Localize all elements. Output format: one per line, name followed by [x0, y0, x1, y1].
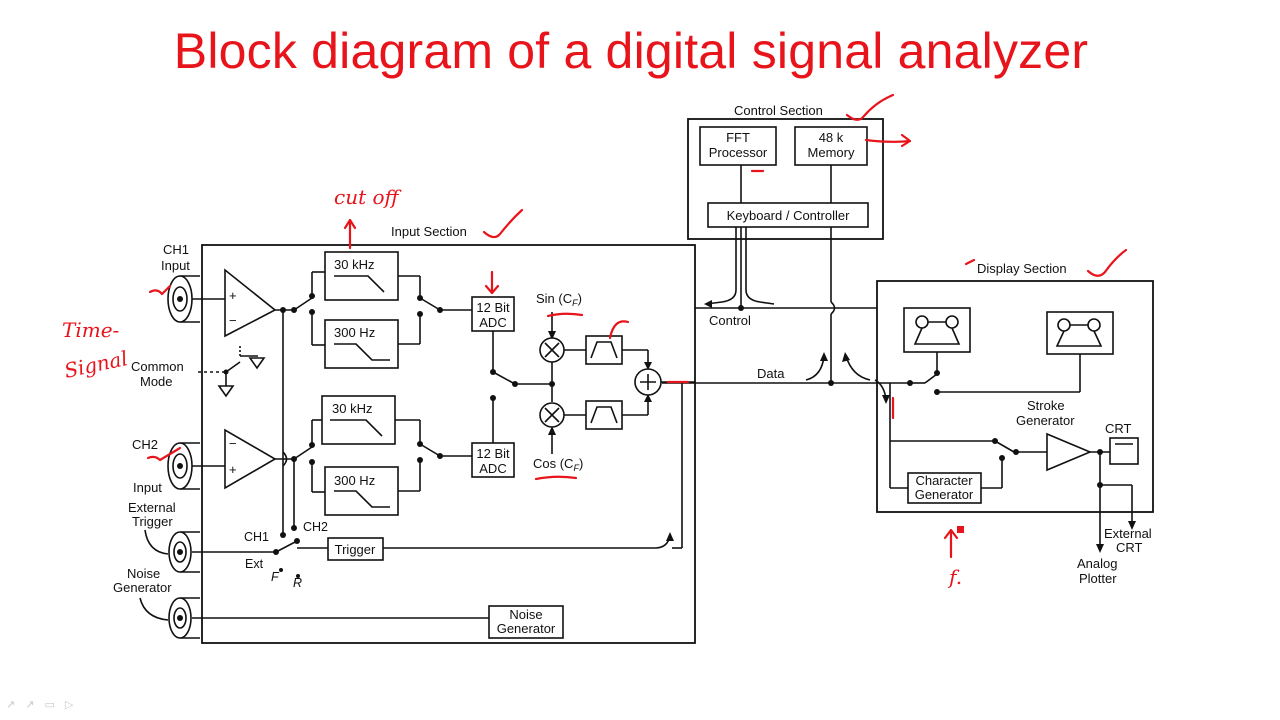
plotter-label-1: Analog: [1077, 556, 1117, 571]
ch2-label-1: CH2: [132, 437, 158, 452]
memory-label-2: Memory: [808, 145, 855, 160]
display-section-frame: [876, 280, 1154, 513]
input-section-label: Input Section: [391, 224, 467, 239]
adc-bottom-block: [471, 442, 515, 478]
next-icon[interactable]: ▷: [64, 698, 74, 711]
bandpass-top: [585, 335, 623, 365]
trigger-label: Trigger: [335, 542, 376, 557]
ch2-label-2: Input: [133, 480, 162, 495]
switch-ext-label: Ext: [245, 557, 264, 571]
lp30-bottom-label: 30 kHz: [332, 401, 372, 416]
amp1-plus: +: [229, 288, 237, 303]
switch-ch2-label: CH2: [303, 520, 328, 534]
stroke-gen-label-1: Stroke: [1027, 398, 1065, 413]
lowpass-300hz-top: [324, 319, 399, 369]
lp300-top-label: 300 Hz: [334, 325, 375, 340]
char-gen-label-2: Generator: [915, 487, 974, 502]
annotation-cutoff: cut off: [334, 185, 403, 209]
lp30-top-label: 30 kHz: [334, 257, 374, 272]
fft-processor-block: [699, 126, 777, 166]
bandpass-bottom: [585, 400, 623, 430]
input-section-frame: [201, 244, 696, 644]
lowpass-30khz-top: [324, 251, 399, 301]
sin-mixer: [539, 337, 565, 363]
memory-label-1: 48 k: [819, 130, 844, 145]
slide-toolbar[interactable]: ↗ ↗ ▭ ▷: [6, 698, 73, 711]
ch1-input-connector: [167, 275, 200, 323]
annotation-time-signal-1: Time-: [62, 318, 120, 342]
control-label: Control: [709, 313, 751, 328]
ext-trigger-label-1: External: [128, 500, 176, 515]
amp1-minus: −: [229, 313, 237, 328]
fft-label-1: FFT: [726, 130, 750, 145]
common-mode-label-1: Common: [131, 359, 184, 374]
page-title: Block diagram of a digital signal analyz…: [173, 23, 1089, 79]
noise-gen-label-2: Generator: [497, 621, 556, 636]
noise-in-label-2: Generator: [113, 580, 172, 595]
switch-r-label: R: [293, 576, 302, 590]
crt-block: [1109, 437, 1139, 465]
ch1-label-2: Input: [161, 258, 190, 273]
stroke-generator-amp: [1046, 432, 1093, 472]
data-label: Data: [757, 366, 785, 381]
pen-icon[interactable]: ↗: [25, 698, 35, 711]
crt-label: CRT: [1105, 421, 1132, 436]
ext-crt-label-2: CRT: [1116, 540, 1143, 555]
ch2-amplifier: [224, 428, 277, 490]
noise-gen-label-1: Noise: [509, 607, 542, 622]
common-mode-label-2: Mode: [140, 374, 173, 389]
pointer-icon[interactable]: ↗: [6, 698, 16, 711]
noise-generator-connector: [168, 597, 200, 639]
adc-bottom-label-1: 12 Bit: [476, 446, 510, 461]
sin-label: Sin (CF): [536, 291, 582, 308]
ext-trigger-label-2: Trigger: [132, 514, 173, 529]
switch-ch1-label: CH1: [244, 530, 269, 544]
amp2-plus: +: [229, 462, 237, 477]
ch2-input-connector: [167, 442, 200, 490]
cos-mixer: [539, 402, 565, 428]
amp2-minus: −: [229, 436, 237, 451]
adc-top-label-2: ADC: [479, 315, 506, 330]
trigger-block: [327, 537, 384, 561]
slides-icon[interactable]: ▭: [44, 698, 55, 711]
stroke-gen-label-2: Generator: [1016, 413, 1075, 428]
control-section-label: Control Section: [734, 103, 823, 118]
plotter-label-2: Plotter: [1079, 571, 1117, 586]
annotation-time-signal-2: Signal: [62, 346, 130, 383]
summing-junction: [634, 368, 662, 396]
keyboard-label: Keyboard / Controller: [727, 208, 851, 223]
noise-generator-block: [488, 605, 564, 639]
switch-f-label: F: [271, 570, 280, 584]
cos-label: Cos (CF): [533, 456, 583, 473]
external-trigger-connector: [168, 531, 200, 573]
ch1-amplifier: [224, 268, 277, 338]
adc-bottom-label-2: ADC: [479, 461, 506, 476]
memory-block: [794, 126, 868, 166]
ch1-label-1: CH1: [163, 242, 189, 257]
annotation-f: f.: [947, 565, 962, 589]
control-section-frame: [687, 118, 884, 240]
adc-top-label-1: 12 Bit: [476, 300, 510, 315]
noise-in-label-1: Noise: [127, 566, 160, 581]
fft-label-2: Processor: [709, 145, 768, 160]
ext-crt-label-1: External: [1104, 526, 1152, 541]
char-gen-label-1: Character: [915, 473, 973, 488]
lowpass-30khz-bottom: [321, 395, 396, 445]
keyboard-controller-block: [707, 202, 869, 228]
lp300-bottom-label: 300 Hz: [334, 473, 375, 488]
display-section-label: Display Section: [977, 261, 1067, 276]
display-screen-left: [903, 307, 971, 353]
display-screen-right: [1046, 311, 1114, 355]
